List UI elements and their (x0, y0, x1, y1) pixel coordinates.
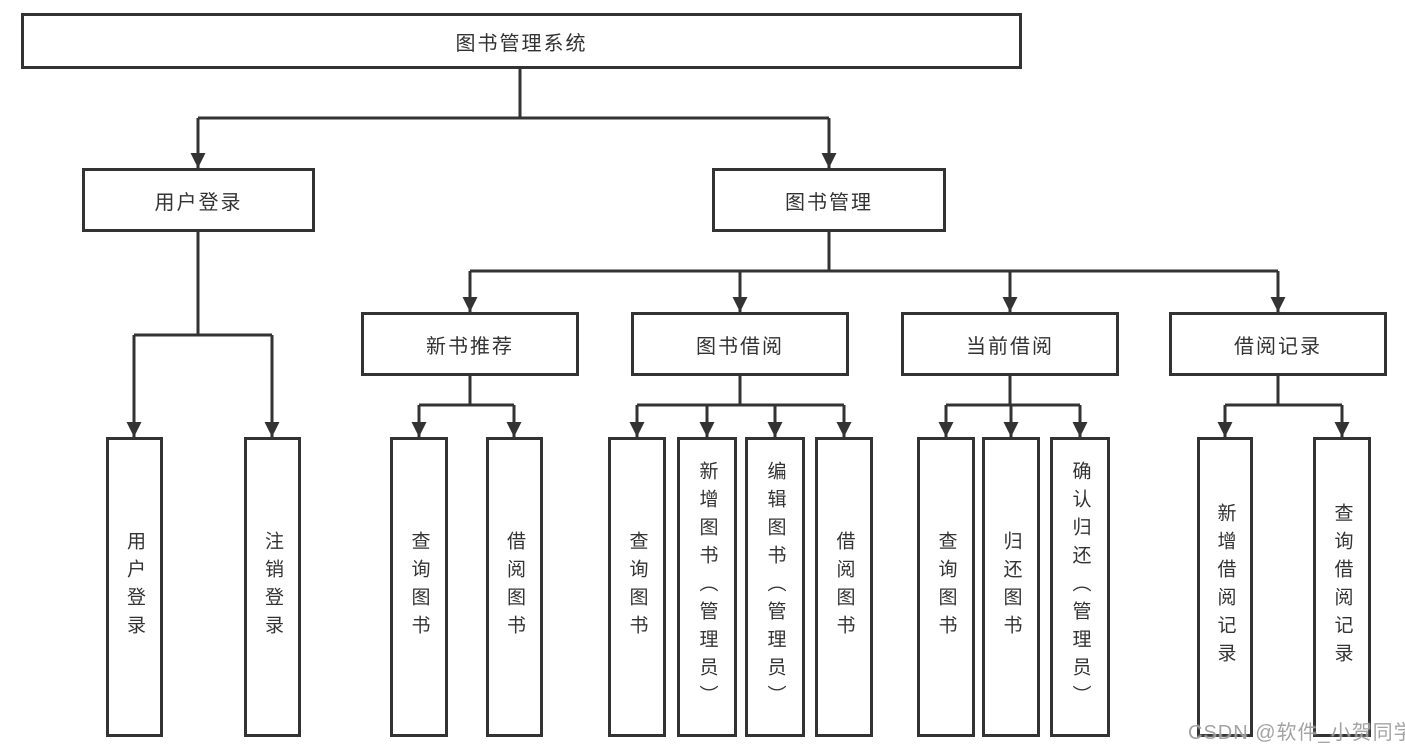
leaf-current-query-books-label: 查询图书 (935, 531, 957, 643)
leaf-records-query-record-label: 查询借阅记录 (1331, 503, 1353, 671)
leaf-borrow-edit-books-admin-label: 编辑图书（管理员） (764, 461, 786, 713)
leaf-records-query-record: 查询借阅记录 (1313, 437, 1371, 737)
node-root-label: 图书管理系统 (455, 32, 588, 55)
node-borrowing-records-label: 借阅记录 (1234, 335, 1322, 358)
leaf-current-return-books: 归还图书 (982, 437, 1040, 737)
node-user-login-label: 用户登录 (154, 191, 243, 214)
node-user-login: 用户登录 (82, 168, 315, 232)
leaf-newbook-query-books-label: 查询图书 (408, 531, 430, 643)
leaf-user-login-label: 用户登录 (124, 531, 145, 643)
leaf-newbook-borrow-books: 借阅图书 (486, 437, 543, 737)
leaf-logout-label: 注销登录 (262, 531, 283, 643)
leaf-records-add-record-label: 新增借阅记录 (1214, 503, 1236, 671)
connector-user-login-trunk (134, 232, 272, 337)
node-book-management: 图书管理 (712, 168, 946, 232)
connector-borrow-records-trunk (1225, 376, 1342, 407)
node-current-borrowing: 当前借阅 (901, 312, 1119, 376)
node-current-borrowing-label: 当前借阅 (966, 335, 1054, 358)
leaf-current-confirm-return-admin: 确认归还（管理员） (1050, 437, 1110, 737)
leaf-borrow-borrow-books: 借阅图书 (815, 437, 873, 737)
node-new-book-recommendation-label: 新书推荐 (426, 335, 514, 358)
leaf-borrow-query-books: 查询图书 (608, 437, 666, 737)
connector-book-borrow-trunk (637, 376, 844, 407)
leaf-borrow-query-books-label: 查询图书 (626, 531, 648, 643)
leaf-newbook-query-books: 查询图书 (390, 437, 448, 737)
leaf-logout: 注销登录 (244, 437, 301, 737)
leaf-borrow-borrow-books-label: 借阅图书 (833, 531, 855, 643)
leaf-borrow-edit-books-admin: 编辑图书（管理员） (745, 437, 805, 737)
leaf-user-login: 用户登录 (106, 437, 163, 737)
connector-root-trunk (198, 69, 829, 120)
leaf-current-query-books: 查询图书 (917, 437, 975, 737)
connector-current-borrow-trunk (946, 376, 1080, 407)
leaf-borrow-add-books-admin: 新增图书（管理员） (677, 437, 737, 737)
node-borrowing-records: 借阅记录 (1169, 312, 1387, 376)
node-book-borrowing: 图书借阅 (631, 312, 849, 376)
leaf-current-return-books-label: 归还图书 (1000, 531, 1022, 643)
node-book-borrowing-label: 图书借阅 (696, 335, 784, 358)
leaf-current-confirm-return-admin-label: 确认归还（管理员） (1069, 461, 1091, 713)
node-book-management-label: 图书管理 (785, 191, 873, 214)
leaf-records-add-record: 新增借阅记录 (1197, 437, 1253, 737)
connector-book-management-trunk (470, 232, 1278, 273)
connector-new-book-trunk (419, 376, 514, 407)
csdn-watermark: CSDN @软件_小贺同学 (1188, 722, 1405, 744)
leaf-borrow-add-books-admin-label: 新增图书（管理员） (696, 461, 718, 713)
leaf-newbook-borrow-books-label: 借阅图书 (504, 531, 525, 643)
node-new-book-recommendation: 新书推荐 (361, 312, 579, 376)
node-root-library-system: 图书管理系统 (21, 13, 1022, 69)
